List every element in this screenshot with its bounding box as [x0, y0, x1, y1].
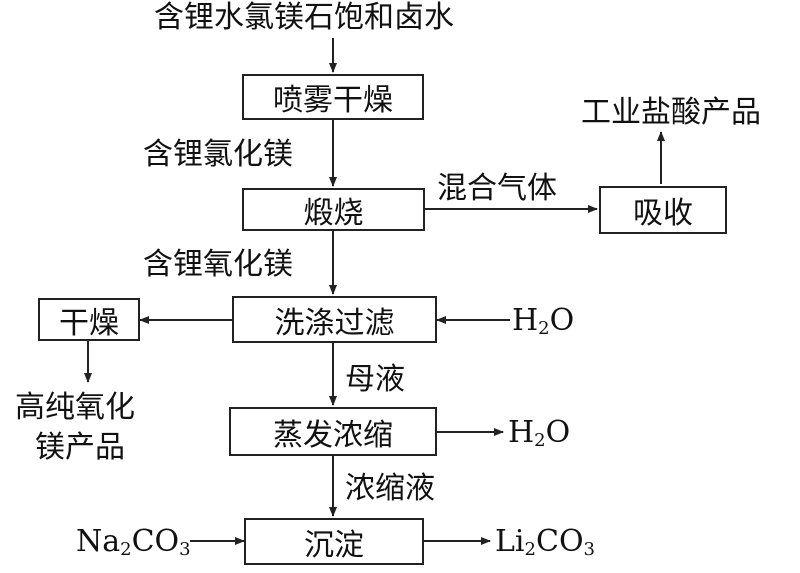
wash-filter-box: 洗涤过滤 [232, 296, 437, 343]
spray-dry-label: 喷雾干燥 [273, 83, 393, 118]
dry-box: 干燥 [38, 298, 140, 341]
water-in-formula: H2O [512, 303, 575, 339]
input-brine-label: 含锂水氯镁石饱和卤水 [154, 0, 454, 35]
hcl-product-label: 工业盐酸产品 [581, 95, 761, 130]
evaporate-label: 蒸发浓缩 [273, 417, 393, 453]
li2co3-formula: Li2CO3 [495, 524, 595, 560]
precipitate-box: 沉淀 [244, 518, 424, 565]
absorb-box: 吸收 [599, 186, 727, 234]
spray-dry-box: 喷雾干燥 [242, 74, 424, 120]
mgo-product-line2: 镁产品 [35, 430, 125, 465]
evaporate-box: 蒸发浓缩 [229, 407, 437, 456]
calcine-box: 煅烧 [242, 188, 425, 231]
wash-filter-label: 洗涤过滤 [274, 305, 395, 341]
calcine-label: 煅烧 [303, 195, 364, 231]
mgo-product-line1: 高纯氧化 [15, 390, 135, 425]
mixed-gas-label: 混合气体 [437, 171, 557, 206]
water-out-formula: H2O [508, 415, 571, 451]
li-mgcl2-label: 含锂氯化镁 [143, 137, 293, 172]
concentrate-label: 浓缩液 [345, 471, 435, 506]
absorb-label: 吸收 [633, 196, 693, 231]
dry-label: 干燥 [59, 305, 119, 341]
mother-liquor-label: 母液 [345, 362, 405, 397]
na2co3-formula: Na2CO3 [76, 524, 191, 560]
mgo-product-label: 高纯氧化 镁产品 [15, 388, 135, 468]
li-mgo-label: 含锂氧化镁 [143, 247, 293, 282]
precipitate-label: 沉淀 [304, 527, 364, 563]
